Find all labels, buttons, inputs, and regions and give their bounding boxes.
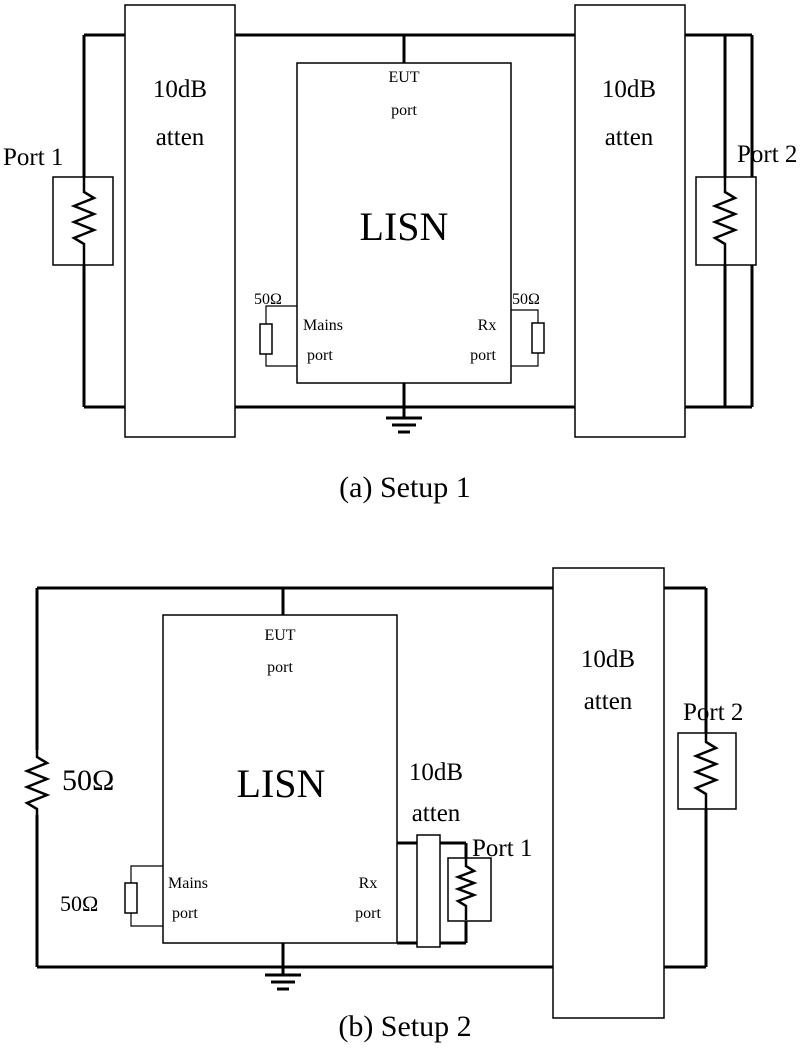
setup2-mains-label: Mains <box>168 875 208 892</box>
setup1-eut-label: EUT <box>388 69 419 86</box>
setup2-small-atten-line1: 10dB <box>409 759 463 786</box>
setup1-lisn-box <box>296 62 512 384</box>
setup2-right-attenuator <box>552 567 665 1019</box>
setup1-mains-label: Mains <box>303 317 343 334</box>
setup1-rx-label: Rx <box>478 317 497 334</box>
setup1-rx-load-resistor <box>531 322 545 354</box>
setup2-left-resistor-icon <box>23 750 51 815</box>
setup1-mains-port-label: port <box>307 347 333 364</box>
setup1-ground-icon <box>386 416 422 434</box>
setup1-rx-load-label: 50Ω <box>512 291 540 308</box>
setup2-left-resistor-label: 50Ω <box>62 764 114 797</box>
setup2-mains-load-label: 50Ω <box>60 891 98 916</box>
setup1-port2-resistor-icon <box>711 177 739 265</box>
setup1-right-atten-line2: atten <box>605 124 654 151</box>
setup2-right-atten-line1: 10dB <box>581 646 635 673</box>
setup1-caption: (a) Setup 1 <box>339 471 471 504</box>
setup2-eut-port-label: port <box>267 659 293 676</box>
setup2-right-atten-line2: atten <box>584 688 633 715</box>
setup2-lisn-box <box>162 614 398 944</box>
setup2-port1-resistor-icon <box>454 858 478 920</box>
setup2-lisn-title: LISN <box>237 761 326 806</box>
setup1-rx-port-label: port <box>470 347 496 364</box>
setup2-port2-resistor-icon <box>692 733 720 809</box>
setup2-rx-label: Rx <box>359 875 378 892</box>
setup2-rx-port-label: port <box>355 905 381 922</box>
setup1-left-atten-line1: 10dB <box>153 76 207 103</box>
setup1-port2-label: Port 2 <box>737 141 797 168</box>
setup1-eut-port-label: port <box>391 102 417 119</box>
setup2-port1-label: Port 1 <box>472 835 532 862</box>
setup2-diagram: 50Ω 10dB atten EUT port LISN Mains port … <box>23 567 743 1043</box>
setup1-port1-resistor-icon <box>70 177 98 265</box>
setup1-right-attenuator <box>574 4 686 438</box>
setup2-caption: (b) Setup 2 <box>338 1010 471 1043</box>
setup2-small-atten-line2: atten <box>412 800 461 827</box>
setup2-ground-icon <box>265 973 301 991</box>
setup1-right-atten-line1: 10dB <box>602 76 656 103</box>
setup1-mains-load-resistor <box>259 323 273 355</box>
setup1-left-attenuator <box>124 4 236 438</box>
setup2-mains-port-label: port <box>172 905 198 922</box>
setup1-lisn-title: LISN <box>360 204 449 249</box>
setup1-mains-load-label: 50Ω <box>254 291 282 308</box>
setup1-diagram: 10dB atten 10dB atten EUT port LISN Main… <box>3 4 797 504</box>
setup2-small-attenuator <box>416 834 441 948</box>
setup2-mains-load-resistor <box>124 882 138 914</box>
setup2-eut-label: EUT <box>264 627 295 644</box>
setup1-port1-label: Port 1 <box>3 144 63 171</box>
setup1-left-atten-line2: atten <box>156 124 205 151</box>
setup2-port2-label: Port 2 <box>683 699 743 726</box>
